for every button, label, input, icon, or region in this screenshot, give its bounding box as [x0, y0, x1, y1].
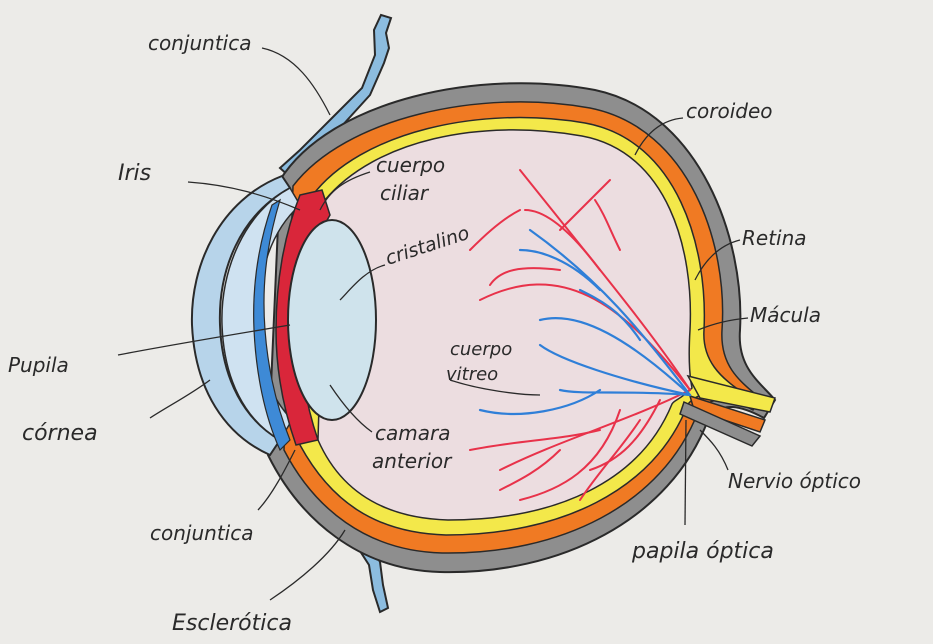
- label-cuerpo-ciliar-1: cuerpo: [376, 153, 445, 177]
- crystalline-lens: [288, 220, 376, 420]
- label-cornea: córnea: [22, 421, 98, 446]
- label-pupila: Pupila: [8, 353, 69, 377]
- label-conjuntiva-bottom: conjuntica: [150, 521, 253, 545]
- label-cuerpo-ciliar-2: ciliar: [380, 181, 430, 205]
- label-camara-1: camara: [375, 421, 450, 445]
- label-macula: Mácula: [750, 303, 821, 327]
- label-cuerpo-vitreo-1: cuerpo: [450, 339, 512, 360]
- label-retina: Retina: [742, 226, 807, 250]
- label-cuerpo-vitreo-2: vitreo: [446, 364, 498, 385]
- label-camara-2: anterior: [372, 449, 453, 473]
- label-esclerotica: Esclerótica: [172, 611, 292, 636]
- label-iris: Iris: [118, 161, 151, 186]
- label-nervio: Nervio óptico: [728, 469, 861, 493]
- label-papila: papila óptica: [631, 539, 774, 564]
- label-coroides: coroideo: [686, 99, 772, 123]
- label-conjuntiva-top: conjuntica: [148, 31, 251, 55]
